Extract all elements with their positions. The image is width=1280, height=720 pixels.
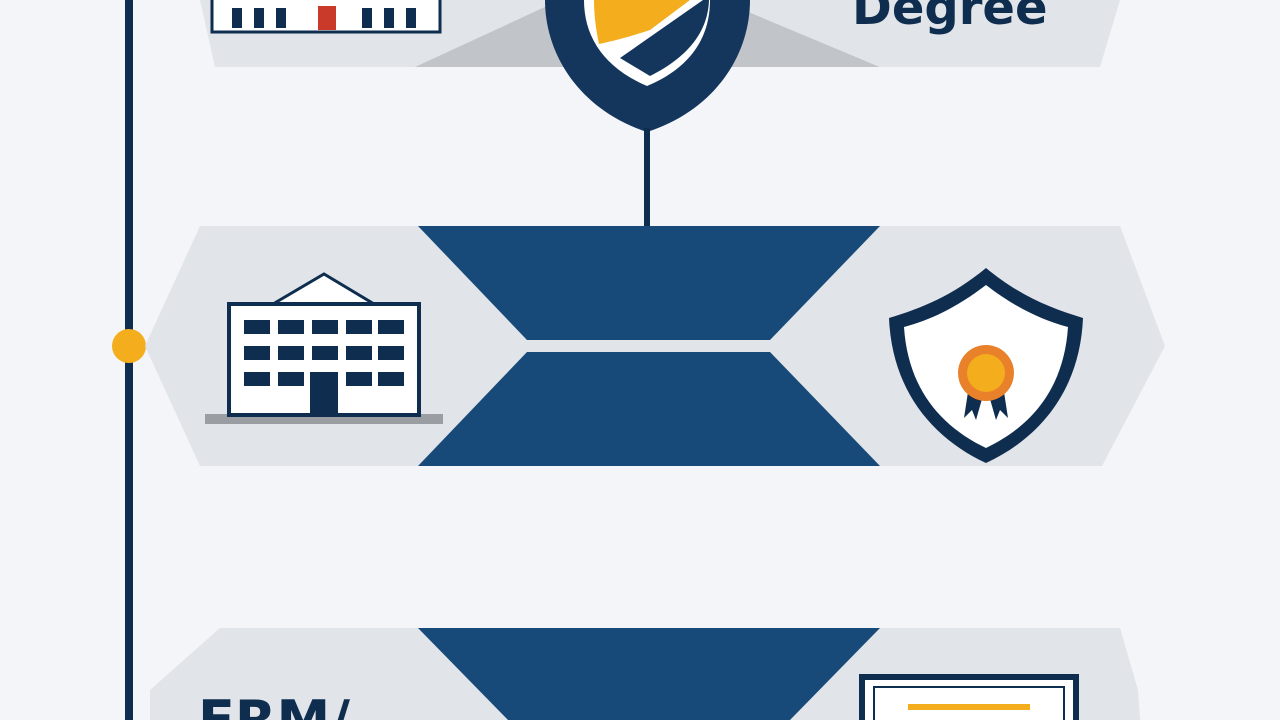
office-building-icon (205, 272, 443, 424)
shield-icon (545, 0, 750, 132)
award-shield-icon (889, 268, 1083, 463)
university-building-icon (210, 0, 442, 34)
connector-line (644, 128, 650, 226)
frm-label: FRM/ (198, 694, 350, 720)
certificate-icon (859, 674, 1079, 720)
degree-label: Degree (852, 0, 1048, 36)
timeline-node (112, 329, 146, 363)
